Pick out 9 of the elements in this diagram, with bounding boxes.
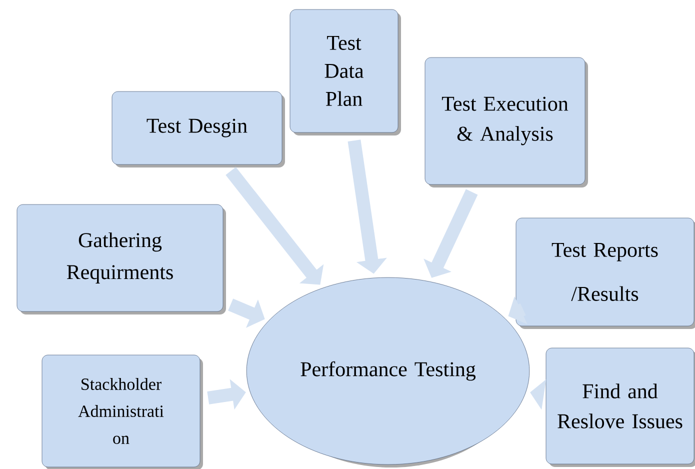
process-box: Gathering Requirments	[16, 204, 226, 314]
process-box: Test Execution & Analysis	[424, 57, 588, 188]
ellipse-node: Performance Testing	[246, 277, 530, 468]
process-box: Test Reports /Results	[516, 218, 695, 329]
process-box: Test Data Plan	[290, 9, 401, 136]
process-box: Test Desgin	[112, 91, 285, 168]
process-box: Find and Reslove Issues	[546, 348, 695, 467]
process-box: Stackholder Administrati on	[42, 354, 203, 469]
block-arrow	[226, 166, 324, 285]
